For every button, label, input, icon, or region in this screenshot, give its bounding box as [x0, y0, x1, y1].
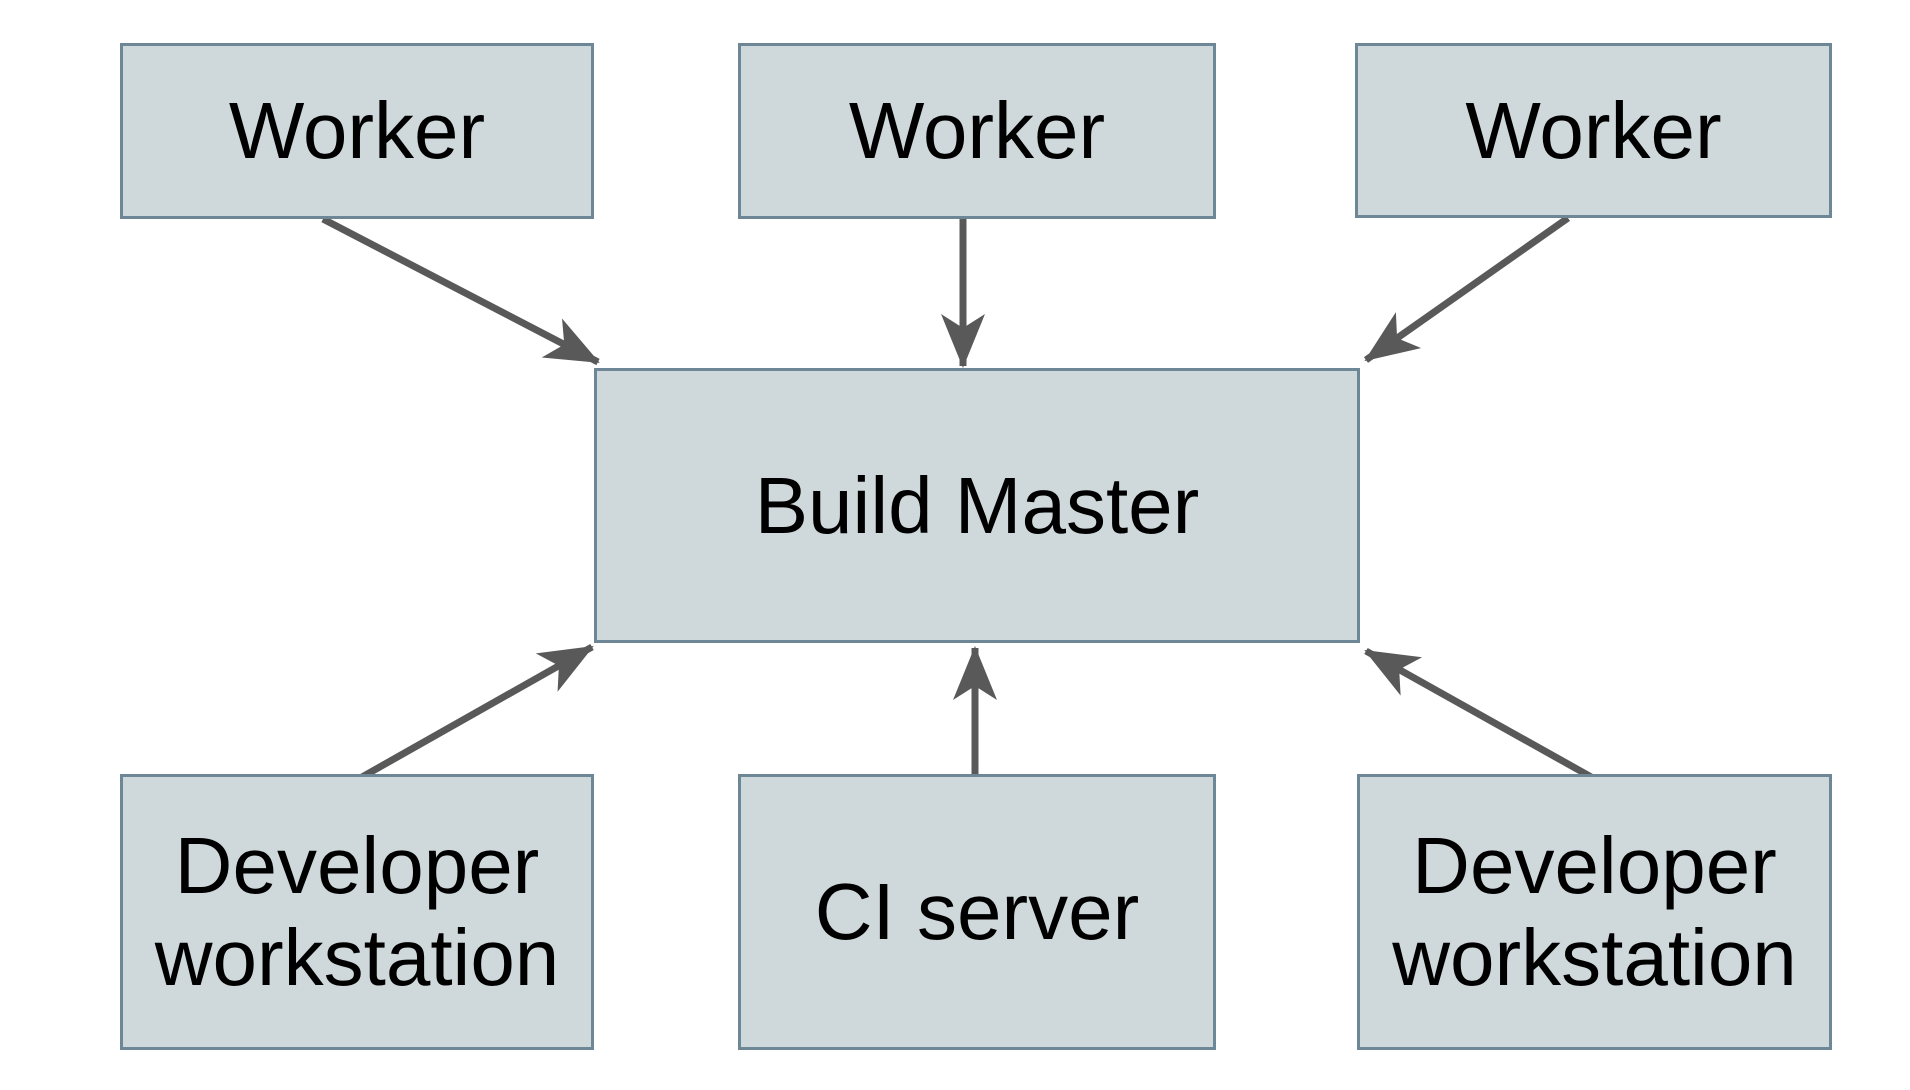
node-developer-workstation-2-label: Developer workstation — [1392, 821, 1797, 1002]
arrow-worker-3-to-build-master — [1363, 215, 1571, 363]
node-ci-server: CI server — [738, 774, 1216, 1050]
node-worker-3: Worker — [1355, 43, 1832, 218]
node-worker-1-label: Worker — [228, 86, 486, 175]
node-developer-workstation-1-label: Developer workstation — [154, 821, 560, 1002]
node-worker-2-label: Worker — [848, 86, 1106, 175]
node-developer-workstation-2: Developer workstation — [1357, 774, 1832, 1050]
node-build-master: Build Master — [594, 368, 1360, 643]
arrow-developer-workstation-1-to-build-master — [360, 643, 594, 781]
node-worker-3-label: Worker — [1465, 85, 1722, 175]
node-build-master-label: Build Master — [754, 460, 1200, 550]
arrow-developer-workstation-2-to-build-master — [1364, 647, 1595, 782]
arrow-worker-1-to-build-master — [321, 215, 600, 366]
node-developer-workstation-1: Developer workstation — [120, 774, 594, 1050]
node-ci-server-label: CI server — [814, 867, 1140, 956]
node-worker-2: Worker — [738, 43, 1216, 219]
node-worker-1: Worker — [120, 43, 594, 219]
